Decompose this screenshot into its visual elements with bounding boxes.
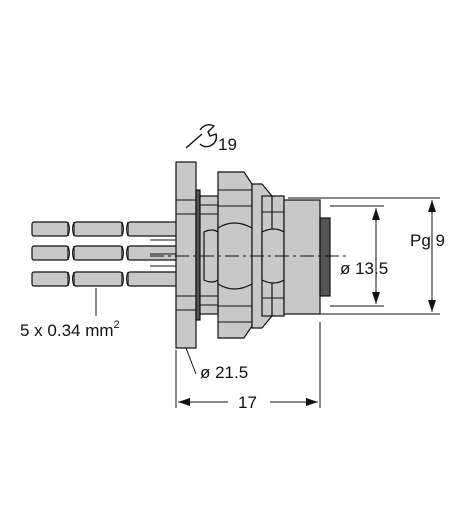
wrench-icon — [185, 123, 218, 149]
wire-1 — [31, 221, 179, 237]
length-label: 17 — [238, 393, 257, 412]
flange-leader — [185, 347, 197, 375]
dim-thread — [288, 197, 440, 315]
socket-front — [283, 199, 331, 315]
wire-3 — [31, 271, 179, 287]
thread-label: Pg 9 — [410, 231, 445, 250]
cable-spec-label: 5 x 0.34 mm2 — [20, 319, 120, 340]
inner-diameter-label: ø 13.5 — [340, 259, 388, 278]
dim-inner-diameter — [330, 205, 384, 307]
cable-wires — [31, 221, 200, 287]
dim-length — [175, 322, 321, 408]
wrench-size-label: 19 — [218, 135, 237, 154]
thread-section — [199, 195, 219, 315]
wire-2 — [31, 245, 179, 261]
flange-diameter-label: ø 21.5 — [200, 363, 248, 382]
flange-plate — [175, 161, 201, 349]
hex-nut — [217, 171, 253, 339]
